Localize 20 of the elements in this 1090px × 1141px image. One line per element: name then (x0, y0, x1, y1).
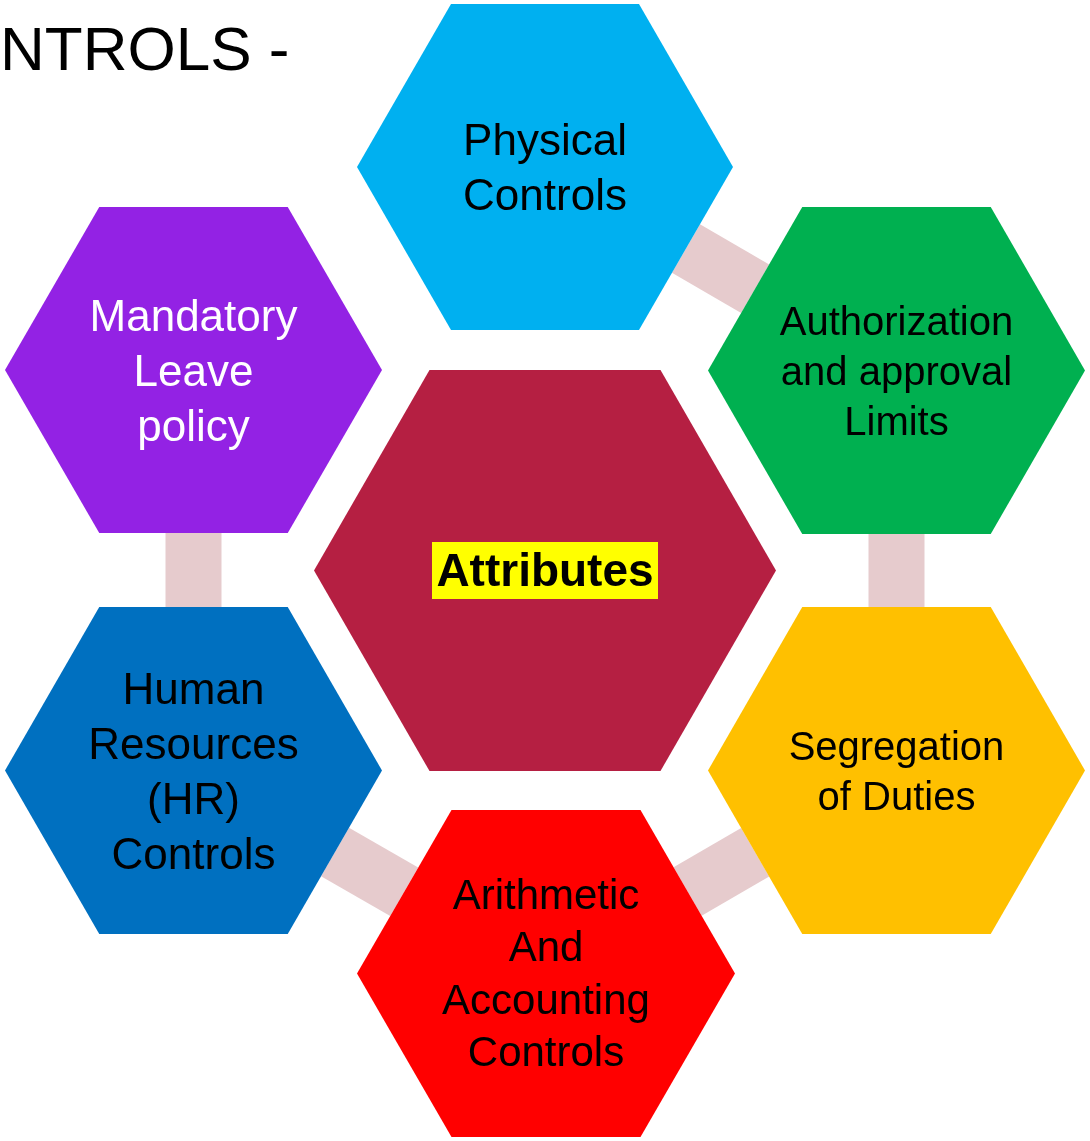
hexagon (5, 207, 382, 533)
hexagon-label: Arithmetic And Accounting Controls (441, 869, 651, 1077)
connector-band (165, 533, 222, 607)
connector-band (673, 828, 770, 916)
hexagon (357, 4, 733, 330)
hexagon-label: Authorization and approval Limits (778, 297, 1015, 445)
connector-band (321, 827, 419, 917)
hexagon-label: Physical Controls (462, 114, 628, 221)
hexagon (5, 607, 382, 934)
hexagon-label: Mandatory Leave policy (88, 289, 299, 452)
hexagon-label: Human Resources (HR) Controls (87, 662, 300, 880)
connector-band (868, 534, 925, 607)
title-text: NTROLS - (0, 18, 290, 80)
hexagon (314, 370, 776, 771)
hexagon-label: Segregation of Duties (787, 722, 1006, 820)
hexagon (708, 607, 1085, 934)
hexagon (357, 810, 735, 1137)
hexagon (708, 207, 1085, 534)
highlighted-heading: Attributes (432, 541, 658, 600)
connector-band (671, 224, 770, 313)
